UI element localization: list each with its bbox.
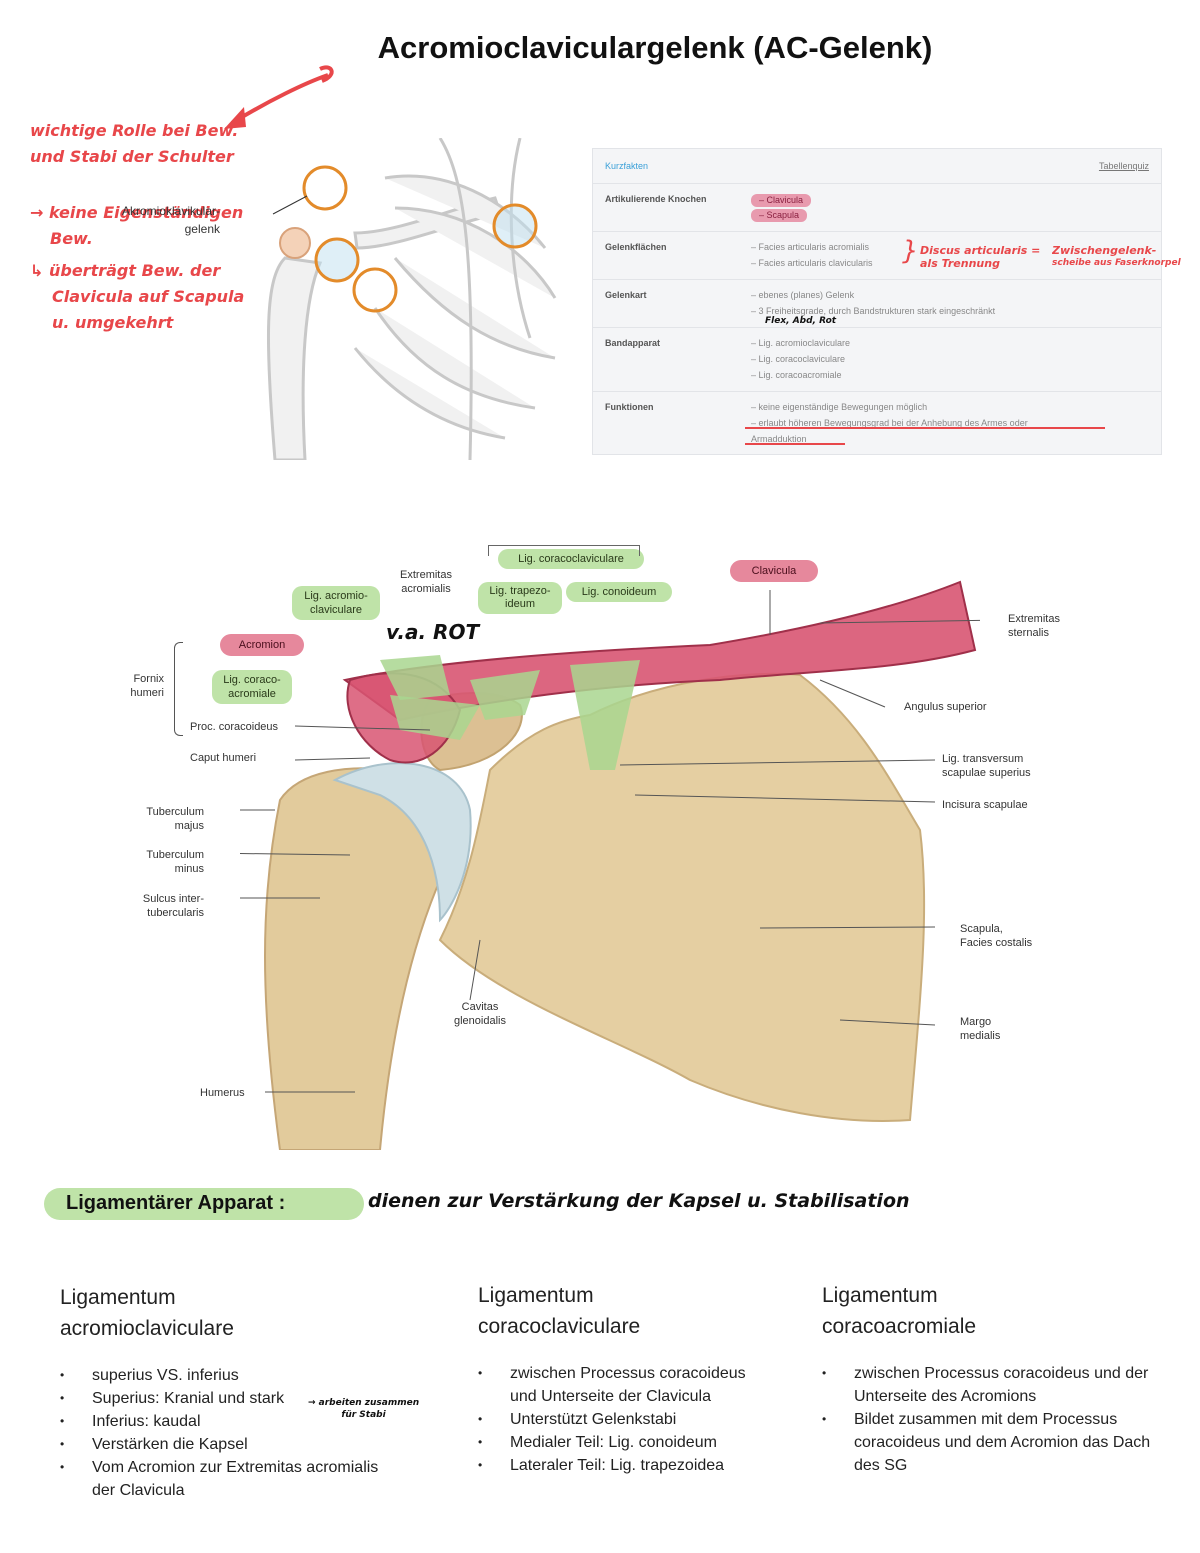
annot-line: als Trennung: [920, 257, 1000, 270]
list-item: Bildet zusammen mit dem Processus coraco…: [822, 1408, 1152, 1477]
annotation-arrow-icon: [224, 65, 334, 129]
facts-line: – Lig. coracoclaviculare: [751, 354, 846, 364]
list-item: Inferius: kaudal: [60, 1410, 390, 1433]
facts-line: – erlaubt höheren Bewegungsgrad bei der …: [751, 418, 1028, 428]
shoulder-skeleton-figure: [266, 138, 557, 460]
facts-value: – Lig. acromioclaviculare – Lig. coracoc…: [751, 335, 850, 383]
facts-key: Gelenkart: [605, 290, 647, 300]
label-cavitas-glenoidalis: Cavitas glenoidalis: [454, 1001, 506, 1027]
label-proc-coracoideus: Proc. coracoideus: [190, 721, 279, 733]
facts-line: – Facies articularis clavicularis: [751, 258, 873, 268]
zwischen-annotation: Zwischengelenk- scheibe aus Faserknorpel: [1052, 244, 1198, 270]
facts-line: – keine eigenständige Bewegungen möglich: [751, 402, 928, 412]
facts-table: Kurzfakten Tabellenquiz Artikulierende K…: [592, 148, 1162, 455]
list-item: Unterstützt Gelenkstabi: [478, 1408, 768, 1431]
note-line: und Stabi der Schulter: [30, 147, 234, 166]
facts-row: Artikulierende Knochen – Clavicula – Sca…: [593, 183, 1161, 232]
note-line: Bew.: [50, 229, 93, 248]
label-lig-coracoacromiale: Lig. coraco- acromiale: [212, 670, 292, 704]
section-highlight: [44, 1188, 364, 1220]
label-margo-medialis: Margo medialis: [960, 1016, 1001, 1042]
column-heading-coracoacromiale: Ligamentum coracoacromiale: [822, 1284, 977, 1338]
label-lig-transversum: Lig. transversum scapulae superius: [942, 753, 1031, 779]
label-fornix-humeri: Fornix humeri: [130, 673, 164, 699]
note-line: Clavicula auf Scapula: [52, 287, 245, 306]
facts-value: – Facies articularis acromialis – Facies…: [751, 239, 873, 271]
list-item: zwischen Processus coracoideus und Unter…: [478, 1362, 768, 1408]
label-lig-coracoclaviculare: Lig. coracoclaviculare: [498, 549, 644, 569]
label-acromion: Acromion: [220, 634, 304, 656]
section-heading: Ligamentärer Apparat :: [66, 1192, 286, 1214]
facts-row: Bandapparat – Lig. acromioclaviculare – …: [593, 327, 1161, 392]
bone-pill: – Clavicula: [751, 194, 812, 207]
underline-mark: [745, 443, 845, 445]
facts-key: Funktionen: [605, 402, 654, 412]
left-notes: wichtige Rolle bei Bew. und Stabi der Sc…: [30, 118, 244, 336]
list-coracoclaviculare: zwischen Processus coracoideus und Unter…: [478, 1362, 768, 1477]
shoulder-anatomy-figure: [240, 580, 980, 1150]
annot-line: Discus articularis =: [920, 244, 1041, 257]
page-title: Acromioclaviculargelenk (AC-Gelenk): [377, 30, 933, 65]
list-item: Superius: Kranial und stark: [60, 1387, 390, 1410]
facts-line: – Lig. acromioclaviculare: [751, 338, 851, 348]
note-line: ↳ überträgt Bew. der: [30, 261, 221, 280]
freedom-annotation: Flex, Abd, Rot: [765, 316, 837, 326]
label-lig-acromioclaviculare: Lig. acromio- claviculare: [292, 586, 380, 620]
discus-annotation: Discus articularis = als Trennung: [920, 244, 1040, 270]
list-acromioclaviculare: superius VS. inferius Superius: Kranial …: [60, 1364, 390, 1502]
facts-line: – Facies articularis acromialis: [751, 242, 870, 252]
facts-header: Kurzfakten: [605, 161, 649, 171]
label-angulus-superior: Angulus superior: [904, 701, 987, 713]
va-rot-note: v.a. ROT: [386, 620, 480, 644]
note-line: wichtige Rolle bei Bew.: [30, 121, 239, 140]
list-item: superius VS. inferius: [60, 1364, 390, 1387]
bracket-mark: [488, 545, 640, 556]
label-sulcus-intertubercularis: Sulcus inter- tubercularis: [142, 893, 204, 919]
brace-icon: }: [902, 236, 919, 266]
note-line: u. umgekehrt: [52, 313, 174, 332]
list-item: zwischen Processus coracoideus und der U…: [822, 1362, 1152, 1408]
facts-value: – ebenes (planes) Gelenk – 3 Freiheitsgr…: [751, 287, 995, 319]
label-incisura-scapulae: Incisura scapulae: [942, 799, 1028, 811]
list-item: Lateraler Teil: Lig. trapezoidea: [478, 1454, 768, 1477]
label-scapula-facies-costalis: Scapula, Facies costalis: [960, 923, 1033, 949]
facts-line: Armadduktion: [751, 434, 807, 444]
section-note: dienen zur Verstärkung der Kapsel u. Sta…: [368, 1190, 910, 1212]
facts-line: – ebenes (planes) Gelenk: [751, 290, 855, 300]
label-lig-trapezoideum: Lig. trapezo- ideum: [478, 582, 562, 614]
note-line: → keine Eigenständigen: [30, 203, 244, 222]
facts-line: – Lig. coracoacromiale: [751, 370, 842, 380]
label-caput-humeri: Caput humeri: [190, 752, 257, 764]
column-heading-coracoclaviculare: Ligamentum coracoclaviculare: [478, 1284, 641, 1338]
list-coracoacromiale: zwischen Processus coracoideus und der U…: [822, 1362, 1152, 1477]
list-item: Vom Acromion zur Extremitas acromialis d…: [60, 1456, 390, 1502]
facts-value: – Clavicula – Scapula: [751, 194, 812, 224]
label-tuberculum-minus: Tuberculum minus: [146, 849, 204, 875]
fornix-brace-icon: [174, 642, 183, 736]
label-tuberculum-majus: Tuberculum majus: [146, 806, 204, 832]
akromioklavikular-label: Akromioklavikular- gelenk: [121, 204, 220, 236]
column-annotation: → arbeiten zusammen für Stabi: [308, 1398, 420, 1420]
underline-mark: [745, 427, 1105, 429]
facts-line: – 3 Freiheitsgrade, durch Bandstrukturen…: [751, 306, 996, 316]
facts-row: Funktionen – keine eigenständige Bewegun…: [593, 391, 1161, 454]
bone-pill: – Scapula: [751, 209, 808, 222]
label-lig-conoideum: Lig. conoideum: [566, 582, 672, 602]
facts-row: Gelenkart – ebenes (planes) Gelenk – 3 F…: [593, 279, 1161, 328]
annot-line: scheibe aus Faserknorpel: [1052, 258, 1181, 268]
label-humerus: Humerus: [200, 1087, 245, 1099]
list-item: Verstärken die Kapsel: [60, 1433, 390, 1456]
column-heading-acromioclaviculare: Ligamentum acromioclaviculare: [60, 1286, 234, 1340]
facts-key: Artikulierende Knochen: [605, 194, 707, 204]
facts-key: Gelenkflächen: [605, 242, 667, 252]
label-extremitas-acromialis: Extremitas acromialis: [400, 569, 452, 595]
facts-key: Bandapparat: [605, 338, 661, 348]
facts-value: – keine eigenständige Bewegungen möglich…: [751, 399, 1028, 447]
label-extremitas-sternalis: Extremitas sternalis: [1008, 613, 1060, 639]
label-clavicula: Clavicula: [730, 560, 818, 582]
facts-row: Gelenkflächen – Facies articularis acrom…: [593, 231, 1161, 280]
annot-line: Zwischengelenk-: [1052, 244, 1157, 257]
tabellenquiz-link[interactable]: Tabellenquiz: [1098, 161, 1149, 171]
list-item: Medialer Teil: Lig. conoideum: [478, 1431, 768, 1454]
